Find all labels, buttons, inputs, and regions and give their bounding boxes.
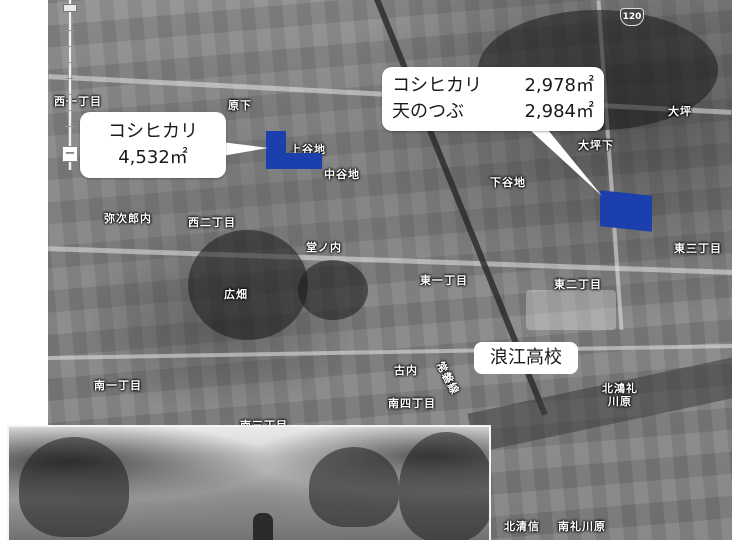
place-label: 下谷地 [490, 176, 526, 189]
road-east-west-lower [48, 344, 732, 360]
zoom-tick [65, 110, 75, 111]
school-label: 浪江高校 [474, 342, 578, 374]
callout-area: 4,532㎡ [118, 147, 188, 168]
zoom-track[interactable] [68, 0, 72, 170]
callout-variety: コシヒカリ [392, 75, 482, 96]
field-highlight-east[interactable] [600, 190, 652, 232]
inset-photo [7, 425, 491, 540]
place-label: 大坪下 [578, 139, 614, 152]
photo-person [253, 513, 273, 540]
place-label: 弥次郎内 [104, 212, 152, 225]
zoom-tick [65, 126, 75, 127]
place-label: 堂ノ内 [306, 241, 342, 254]
road-east-west-middle [48, 246, 732, 275]
place-label: 南一丁目 [94, 379, 142, 392]
place-label: 大坪 [668, 105, 692, 118]
place-label: 北鴻礼 [602, 382, 638, 395]
callout-variety: 天のつぶ [392, 101, 464, 122]
place-label: 東三丁目 [674, 242, 722, 255]
zoom-tick [65, 30, 75, 31]
callout-field-east: コシヒカリ 2,978㎡ 天のつぶ 2,984㎡ [382, 67, 604, 131]
place-label: 中谷地 [324, 168, 360, 181]
place-label: 川原 [608, 395, 632, 408]
callout-variety: コシヒカリ [108, 121, 198, 142]
zoom-control: − [62, 0, 78, 170]
place-label: 原下 [228, 99, 252, 112]
callout-field-west: コシヒカリ 4,532㎡ [80, 112, 226, 178]
place-label: 西二丁目 [188, 216, 236, 229]
village-patch-west [188, 230, 308, 340]
field-part [266, 153, 322, 169]
callout-row: 天のつぶ 2,984㎡ [392, 99, 594, 125]
place-label: 広畑 [224, 288, 248, 301]
callout-area: 2,978㎡ [524, 75, 594, 96]
village-patch-center [298, 260, 368, 320]
place-label: 南四丁目 [388, 397, 436, 410]
zoom-tick [65, 46, 75, 47]
place-label: 西一丁目 [54, 95, 102, 108]
route-shield: 120 [620, 8, 644, 26]
school-grounds [526, 290, 616, 330]
callout-area: 2,984㎡ [524, 101, 594, 122]
place-label: 北清信 [504, 520, 540, 533]
photo-tree [19, 437, 129, 537]
photo-tree [399, 432, 489, 540]
callout-row: コシヒカリ 2,978㎡ [392, 73, 594, 99]
place-label: 上谷地 [290, 143, 326, 156]
place-label: 東二丁目 [554, 278, 602, 291]
zoom-tick [65, 94, 75, 95]
place-label: 古内 [394, 364, 418, 377]
zoom-out-button[interactable]: − [62, 146, 78, 162]
place-label: 常磐線 [433, 359, 462, 398]
zoom-tick [65, 78, 75, 79]
zoom-tick [65, 62, 75, 63]
place-label: 南礼川原 [558, 520, 606, 533]
field-highlight-koshihikari-west[interactable] [266, 131, 322, 169]
photo-tree [309, 447, 399, 527]
zoom-slider-handle[interactable] [63, 4, 77, 12]
place-label: 東一丁目 [420, 274, 468, 287]
